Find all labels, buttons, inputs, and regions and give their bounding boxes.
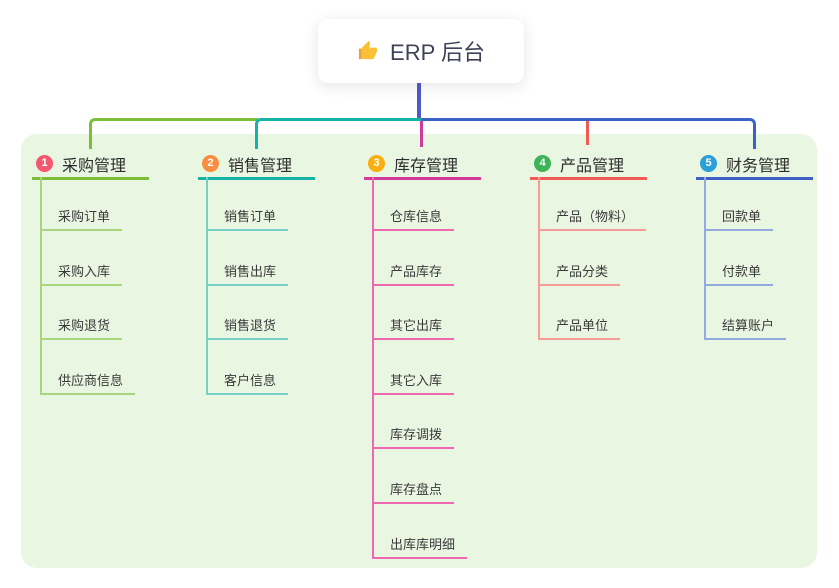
branch-title-1[interactable]: 1 采购管理 [32, 150, 149, 180]
connector-branch-2 [255, 118, 424, 149]
child-node[interactable]: 出库库明细 [372, 533, 468, 559]
branch-badge-5: 5 [700, 155, 717, 172]
child-node[interactable]: 仓库信息 [372, 205, 455, 231]
connector-branch-5 [421, 118, 756, 149]
child-node[interactable]: 采购入库 [40, 260, 123, 286]
child-node[interactable]: 采购退货 [40, 314, 123, 341]
branch-title-5[interactable]: 5 财务管理 [696, 150, 813, 180]
branch-title-2[interactable]: 2 销售管理 [198, 150, 315, 180]
child-node[interactable]: 产品（物料） [538, 205, 647, 231]
branch-label: 财务管理 [726, 157, 791, 175]
branch-child-line [40, 177, 42, 395]
connector-branch-4 [585, 121, 589, 145]
child-node[interactable]: 销售退货 [206, 314, 289, 341]
branch-label: 采购管理 [62, 157, 127, 175]
connector-branch-1 [89, 118, 258, 149]
branch-label: 销售管理 [228, 157, 293, 175]
root-node-label: ERP 后台 [390, 40, 485, 65]
child-node[interactable]: 供应商信息 [40, 369, 136, 395]
branch-child-line [538, 177, 540, 341]
connector-branch-3 [419, 121, 423, 147]
branch-badge-4: 4 [534, 155, 551, 172]
child-node[interactable]: 销售订单 [206, 205, 289, 231]
child-node[interactable]: 销售出库 [206, 260, 289, 286]
child-node[interactable]: 产品单位 [538, 314, 621, 341]
branches-panel [21, 134, 817, 568]
child-node[interactable]: 付款单 [704, 260, 774, 286]
child-node[interactable]: 采购订单 [40, 205, 123, 231]
thumbs-up-icon [357, 40, 380, 63]
branch-badge-3: 3 [368, 155, 385, 172]
branch-child-line [704, 177, 706, 341]
child-node[interactable]: 其它入库 [372, 369, 455, 395]
child-node[interactable]: 产品分类 [538, 260, 621, 286]
child-node[interactable]: 客户信息 [206, 369, 289, 395]
branch-label: 产品管理 [560, 157, 625, 175]
branch-title-3[interactable]: 3 库存管理 [364, 150, 481, 180]
child-node[interactable]: 库存盘点 [372, 478, 455, 504]
branch-badge-2: 2 [202, 155, 219, 172]
child-node[interactable]: 结算账户 [704, 314, 787, 341]
child-node[interactable]: 库存调拨 [372, 423, 455, 450]
child-node[interactable]: 产品库存 [372, 260, 455, 286]
branch-badge-1: 1 [36, 155, 53, 172]
branch-label: 库存管理 [394, 157, 459, 175]
root-connector-line [417, 83, 421, 121]
child-node[interactable]: 回款单 [704, 205, 774, 231]
branch-child-line [372, 177, 374, 559]
child-node[interactable]: 其它出库 [372, 314, 455, 341]
root-node[interactable]: ERP 后台 [318, 19, 524, 83]
branch-title-4[interactable]: 4 产品管理 [530, 150, 647, 180]
branch-child-line [206, 177, 208, 395]
